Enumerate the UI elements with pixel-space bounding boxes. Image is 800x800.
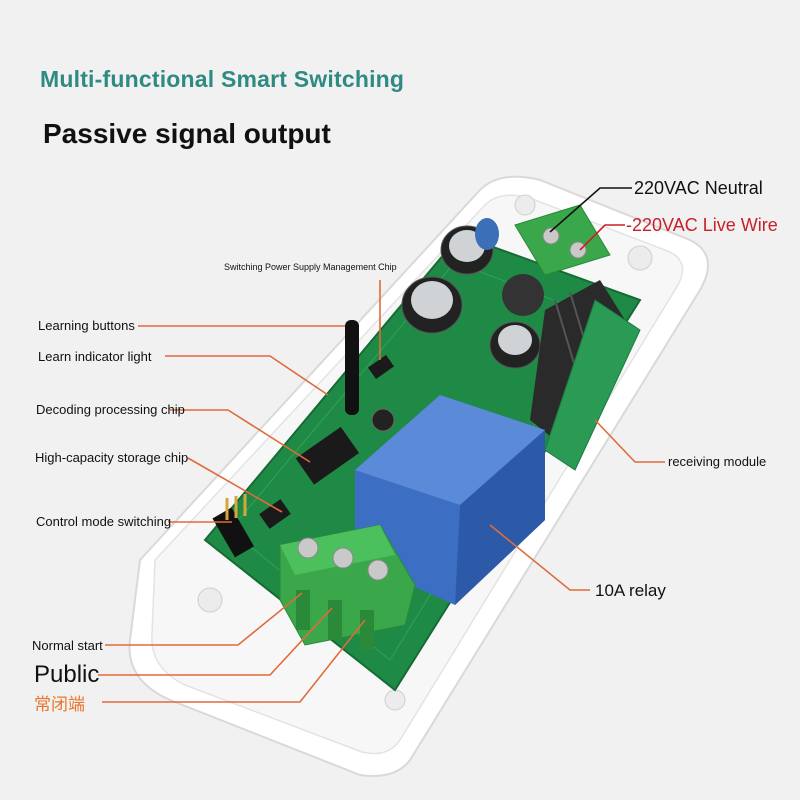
capacitors [371,218,544,432]
label-public: Public [34,661,100,688]
label-neutral: 220VAC Neutral [634,178,763,198]
antenna [345,320,359,415]
storage-chip [259,499,291,529]
leader-receiving-module [594,419,665,463]
leader-learn-light [165,355,329,396]
pin-header [212,494,255,558]
label-power-chip: Switching Power Supply Management Chip [224,262,397,272]
mounting-hole [197,587,223,613]
leader-normal-start [105,592,303,646]
leader-lines [98,187,665,703]
label-normally-closed: 常闭端 [34,695,85,714]
leader-live-wire [579,224,625,251]
label-receiving-module: receiving module [668,454,767,469]
label-control-mode: Control mode switching [36,514,172,529]
page-subtitle: Passive signal output [43,118,331,149]
label-storage-chip: High-capacity storage chip [35,450,189,465]
label-decoding-chip: Decoding processing chip [36,402,185,417]
leader-storage-chip [187,457,283,513]
leader-decoding-chip [170,409,311,463]
receiving-module [530,280,641,471]
top-terminal-block [514,204,611,276]
leader-normally-closed [102,619,366,703]
label-normal-start: Normal start [32,638,103,653]
power-chip [367,354,395,380]
mounting-hole [514,194,536,216]
relay [355,395,545,605]
decoding-chip [295,426,360,485]
label-live-wire: -220VAC Live Wire [626,215,778,235]
label-learn-light: Learn indicator light [38,349,152,364]
label-relay: 10A relay [595,581,666,600]
bottom-terminal-block [279,524,416,650]
leader-neutral [549,187,632,233]
mounting-hole [627,245,653,271]
leader-relay [489,524,590,591]
page-title: Multi-functional Smart Switching [40,66,405,92]
leader-public [98,607,333,676]
label-learning-buttons: Learning buttons [38,318,135,333]
mounting-hole [384,689,406,711]
